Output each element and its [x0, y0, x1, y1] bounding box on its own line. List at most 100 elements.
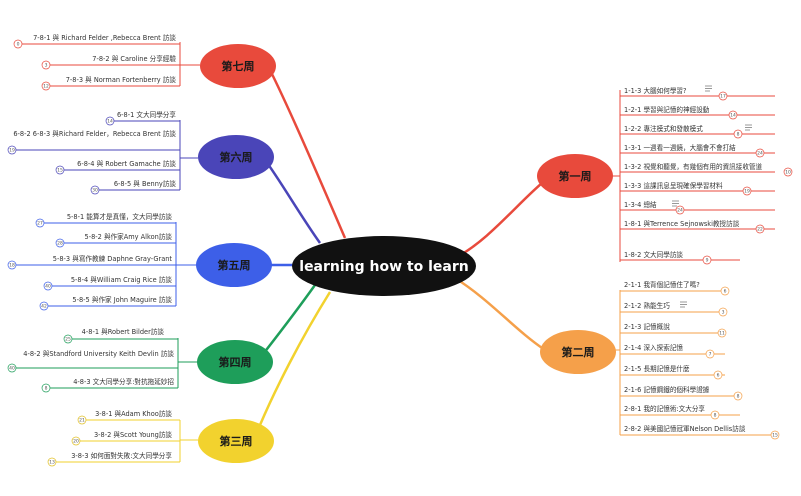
- week6-badge-3: 15: [57, 168, 63, 174]
- week6-item-1[interactable]: 6-8-1 文大同學分享: [117, 110, 176, 119]
- week6-badge-1: 14: [107, 119, 113, 125]
- week2-badges: [705, 286, 780, 440]
- connector-week7: [268, 69, 347, 239]
- week7-badges: [13, 39, 51, 91]
- week5-item-4[interactable]: 5-8-4 與William Craig Rice 訪談: [71, 275, 173, 284]
- week5-node[interactable]: [196, 243, 272, 287]
- week6-item-2[interactable]: 6-8-2 6-8-3 與Richard Felder，Rebecca Bren…: [13, 129, 176, 138]
- week7-badge-3: 12: [43, 84, 49, 90]
- week1-item-6[interactable]: 1-3-3 這課訊息呈現確保學習材料: [624, 181, 723, 190]
- week1-item-8[interactable]: 1-8-1 與Terrence Sejnowski教授訪談: [624, 219, 740, 228]
- week3-label: 第三周: [220, 434, 253, 448]
- week1-node[interactable]: [537, 154, 613, 198]
- week2-item-7[interactable]: 2-8-1 我的記憶術:文大分享: [624, 404, 705, 413]
- week1-badge-5: 10: [785, 170, 791, 176]
- week5-leaves: [12, 222, 196, 307]
- week1-leaves: [612, 90, 775, 262]
- week7-item-3[interactable]: 7-8-3 與 Norman Fortenberry 訪談: [66, 75, 177, 84]
- week6-item-3[interactable]: 6-8-4 與 Robert Gamache 訪談: [77, 159, 176, 168]
- week1-item-2[interactable]: 1-2-1 學習與記憶的神經設動: [624, 105, 710, 114]
- week2-badge-1: 6: [724, 289, 727, 295]
- week7-item-1[interactable]: 7-8-1 與 Richard Felder ,Rebecca Brent 訪談: [33, 33, 176, 42]
- week1-item-7[interactable]: 1-3-4 總結: [624, 200, 657, 209]
- week3-item-2[interactable]: 3-8-2 與Scott Young訪談: [94, 430, 172, 439]
- week1-badges: [675, 91, 793, 265]
- week7-leaves: [18, 42, 200, 87]
- week3-leaves: [52, 419, 198, 463]
- week7-node[interactable]: [200, 44, 276, 88]
- week2-node[interactable]: [540, 330, 616, 374]
- week6-badge-4: 30: [92, 188, 98, 194]
- week4-item-2[interactable]: 4-8-2 與Standford University Keith Devlin…: [23, 349, 174, 358]
- week6-node[interactable]: [198, 135, 274, 179]
- week3-badge-3: 13: [49, 460, 55, 466]
- week3-badge-2: 20: [73, 439, 79, 445]
- week2-badge-3: 11: [719, 331, 725, 337]
- week4-badge-1: 25: [65, 337, 71, 343]
- week1-item-3[interactable]: 1-2-2 專注模式和發散模式: [624, 124, 703, 133]
- week1-badge-1: 17: [720, 94, 726, 100]
- week4-item-1[interactable]: 4-8-1 與Robert Bilder訪談: [82, 327, 165, 336]
- week5-badge-5: 42: [41, 304, 47, 310]
- week1-item-1[interactable]: 1-1-3 大腦如何學習?: [624, 86, 687, 95]
- week1-item-5[interactable]: 1-3-2 視覺和聽覺，有幾個有用的資訊接收管道: [624, 162, 763, 171]
- week1-badge-8: 22: [757, 227, 763, 233]
- week2-badge-6: 8: [737, 394, 740, 400]
- week2-item-8[interactable]: 2-8-2 與美國記憶冠軍Nelson Dellis訪談: [624, 424, 746, 433]
- week2-badge-2: 3: [722, 310, 725, 316]
- week1-badge-3: 8: [737, 132, 740, 138]
- week2-badge-5: 6: [717, 373, 720, 379]
- week1-badge-4: 24: [757, 151, 763, 157]
- week2-label: 第二周: [562, 345, 595, 359]
- week6-badges: [7, 116, 115, 195]
- week2-item-2[interactable]: 2-1-2 熟能生巧: [624, 301, 670, 310]
- week2-leaves: [604, 290, 775, 436]
- week5-badge-2: 28: [57, 241, 63, 247]
- week5-item-2[interactable]: 5-8-2 與作家Amy Alkon訪談: [85, 232, 173, 241]
- week2-item-5[interactable]: 2-1-5 長期記憶是什麼: [624, 364, 690, 373]
- week3-badge-1: 21: [79, 418, 85, 424]
- week7-label: 第七周: [222, 59, 255, 73]
- week7-item-2[interactable]: 7-8-2 與 Caroline 分享經驗: [92, 54, 176, 63]
- week5-item-3[interactable]: 5-8-3 與寫作教練 Daphne Gray-Grant: [53, 254, 173, 263]
- week1-item-9[interactable]: 1-8-2 文大同學訪談: [624, 250, 683, 259]
- week2-item-1[interactable]: 2-1-1 我背個記憶住了嗎?: [624, 280, 700, 289]
- week4-node[interactable]: [197, 340, 273, 384]
- connector-week3: [258, 291, 332, 426]
- connector-week4: [259, 284, 317, 359]
- week1-item-4[interactable]: 1-3-1 一週看一週鏡，大腦會不會打結: [624, 143, 736, 152]
- center-node[interactable]: [292, 236, 476, 296]
- week5-item-1[interactable]: 5-8-1 能算才是真懂，文大同學訪談: [67, 212, 173, 221]
- week5-item-5[interactable]: 5-8-5 與作家 John Maguire 訪談: [72, 295, 172, 304]
- week5-badge-3: 18: [9, 263, 15, 269]
- week2-badge-8: 15: [772, 433, 778, 439]
- week1-badge-2: 14: [730, 113, 736, 119]
- week7-badge-2: 3: [45, 63, 48, 69]
- connector-week2: [454, 276, 546, 352]
- note-icon: [672, 85, 752, 207]
- week3-node[interactable]: [198, 419, 274, 463]
- week2-item-3[interactable]: 2-1-3 記憶概說: [624, 322, 670, 331]
- week1-badge-9: 9: [706, 258, 709, 264]
- week5-badge-1: 27: [37, 221, 43, 227]
- note-icon: [680, 301, 687, 308]
- week4-badge-3: 8: [45, 386, 48, 392]
- week1-badge-6: 19: [744, 189, 750, 195]
- week3-item-1[interactable]: 3-8-1 與Adam Khoo訪談: [95, 409, 172, 418]
- week2-item-6[interactable]: 2-1-6 記憶鋼鐵的個科學證據: [624, 385, 710, 394]
- connector-week6: [263, 159, 322, 244]
- week3-item-3[interactable]: 3-8-3 如何面對失敗:文大同學分享: [71, 451, 172, 460]
- week6-leaves: [12, 120, 198, 191]
- week4-item-3[interactable]: 4-8-3 文大同學分享:對抗拖延妙招: [73, 377, 174, 386]
- week4-badge-2: 40: [9, 366, 15, 372]
- week5-label: 第五周: [218, 258, 251, 272]
- week1-badge-7: 24: [677, 208, 683, 214]
- week7-badge-1: 0: [17, 42, 20, 48]
- week4-badges: [7, 334, 73, 393]
- week2-badge-4: 7: [709, 352, 712, 358]
- week2-item-4[interactable]: 2-1-4 深入探索記憶: [624, 343, 683, 352]
- week6-label: 第六周: [220, 150, 253, 164]
- week6-item-4[interactable]: 6-8-5 與 Benny訪談: [114, 179, 177, 188]
